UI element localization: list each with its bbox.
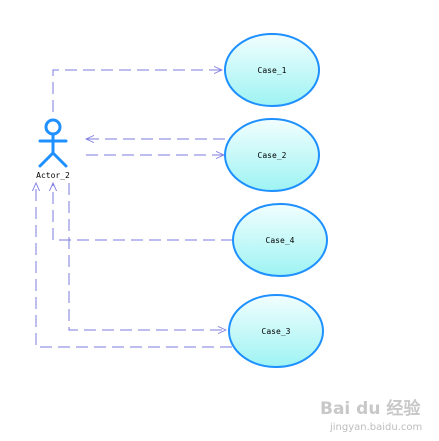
actor[interactable]: [38, 118, 68, 168]
use-case-4-ellipse: [232, 203, 328, 277]
use-case-1-label: Case_1: [258, 66, 287, 75]
use-case-4-label: Case_4: [266, 236, 295, 245]
watermark-url: jingyan.baidu.com: [329, 422, 422, 433]
connector-actor-case3: [68, 183, 226, 330]
use-case-3-label: Case_3: [262, 327, 291, 336]
use-case-3[interactable]: Case_3: [228, 294, 324, 368]
actor-left-leg: [38, 151, 55, 168]
connector-actor-case1: [52, 70, 222, 112]
connector-case4-actor: [53, 183, 233, 241]
watermark: Bai du 经验 jingyan.baidu.com: [320, 398, 422, 433]
watermark-brand: Bai du 经验: [320, 398, 421, 419]
use-case-2-ellipse: [224, 118, 320, 192]
use-case-3-ellipse: [228, 294, 324, 368]
use-case-2[interactable]: Case_2: [224, 118, 320, 192]
use-case-4[interactable]: Case_4: [232, 203, 328, 277]
connector-case3-actor: [36, 183, 232, 348]
use-case-1[interactable]: Case_1: [224, 33, 320, 107]
connectors: [36, 70, 233, 348]
use-case-2-label: Case_2: [258, 151, 287, 160]
actor-right-leg: [51, 151, 68, 168]
actor-head: [44, 118, 62, 136]
actor-label: Actor_2: [36, 171, 70, 180]
use-case-1-ellipse: [224, 33, 320, 107]
